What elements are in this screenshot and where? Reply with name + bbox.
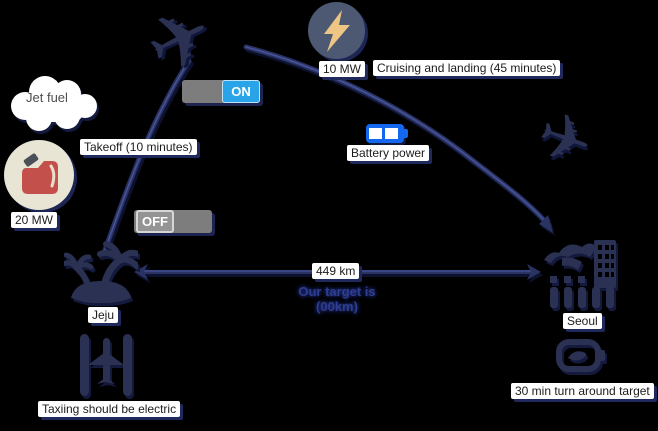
- power-toggle-on[interactable]: ON: [182, 80, 260, 103]
- distance-label: 449 km: [312, 263, 360, 279]
- jet-fuel-label: Jet fuel: [26, 90, 68, 105]
- seoul-city-icon: [544, 240, 616, 308]
- origin-label: Jeju: [88, 307, 119, 323]
- lightning-icon: [323, 9, 350, 52]
- cruise-label: Cruising and landing (45 minutes): [373, 60, 561, 76]
- lightning-badge: [308, 2, 365, 59]
- distance-arrowhead-left: [134, 264, 148, 280]
- battery-power-label: Battery power: [347, 145, 430, 161]
- battery-icon: [366, 124, 408, 143]
- fuel-power-label: 20 MW: [11, 212, 58, 228]
- cruise-power-label: 10 MW: [319, 61, 366, 77]
- taxiing-plane-icon: [80, 334, 132, 396]
- battery-terminal: [404, 129, 408, 138]
- destination-label: Seoul: [563, 313, 602, 329]
- jet-fuel-cloud-icon: [11, 76, 97, 131]
- charging-battery-icon: [556, 339, 605, 372]
- power-toggle-off[interactable]: OFF: [134, 210, 212, 233]
- jet-fuel-badge: [4, 140, 74, 210]
- battery-cell: [369, 128, 382, 139]
- turnaround-label: 30 min turn around target: [511, 383, 654, 399]
- taxi-label: Taxiing should be electric: [38, 401, 181, 417]
- battery-cell: [385, 128, 398, 139]
- jeju-island-icon: [64, 241, 138, 304]
- fuel-can-icon: [22, 153, 58, 194]
- toggle-off-knob[interactable]: OFF: [136, 210, 174, 233]
- target-text-line1: Our target is: [298, 284, 376, 299]
- toggle-on-knob[interactable]: ON: [222, 80, 260, 103]
- cruise-arrowhead: [539, 215, 553, 233]
- target-text-line2: (00km): [316, 299, 358, 314]
- takeoff-label: Takeoff (10 minutes): [80, 139, 197, 155]
- distance-arrowhead-right: [527, 264, 541, 280]
